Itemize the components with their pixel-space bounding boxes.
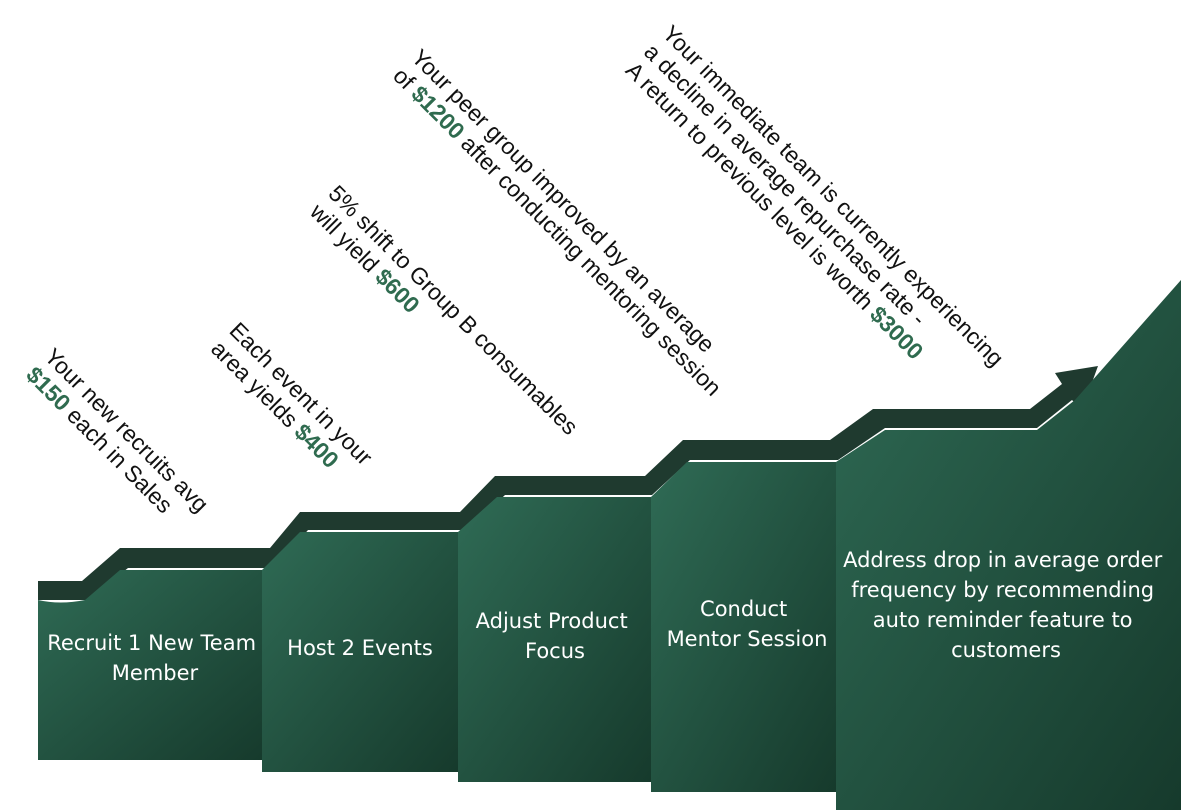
step-2-label: Host 2 Events bbox=[287, 636, 433, 660]
step-block-5 bbox=[836, 280, 1181, 810]
step-3-label: Adjust Product Focus bbox=[476, 609, 635, 663]
progress-arrow bbox=[38, 366, 1098, 600]
step-1-label: Recruit 1 New Team Member bbox=[47, 631, 263, 685]
step-4-label: Conduct Mentor Session bbox=[667, 597, 828, 651]
step-block-1 bbox=[38, 570, 265, 760]
step-block-3 bbox=[458, 497, 652, 782]
step-block-4 bbox=[651, 462, 836, 792]
step-5-label: Address drop in average order frequency … bbox=[843, 548, 1169, 662]
step-block-2 bbox=[262, 532, 458, 772]
